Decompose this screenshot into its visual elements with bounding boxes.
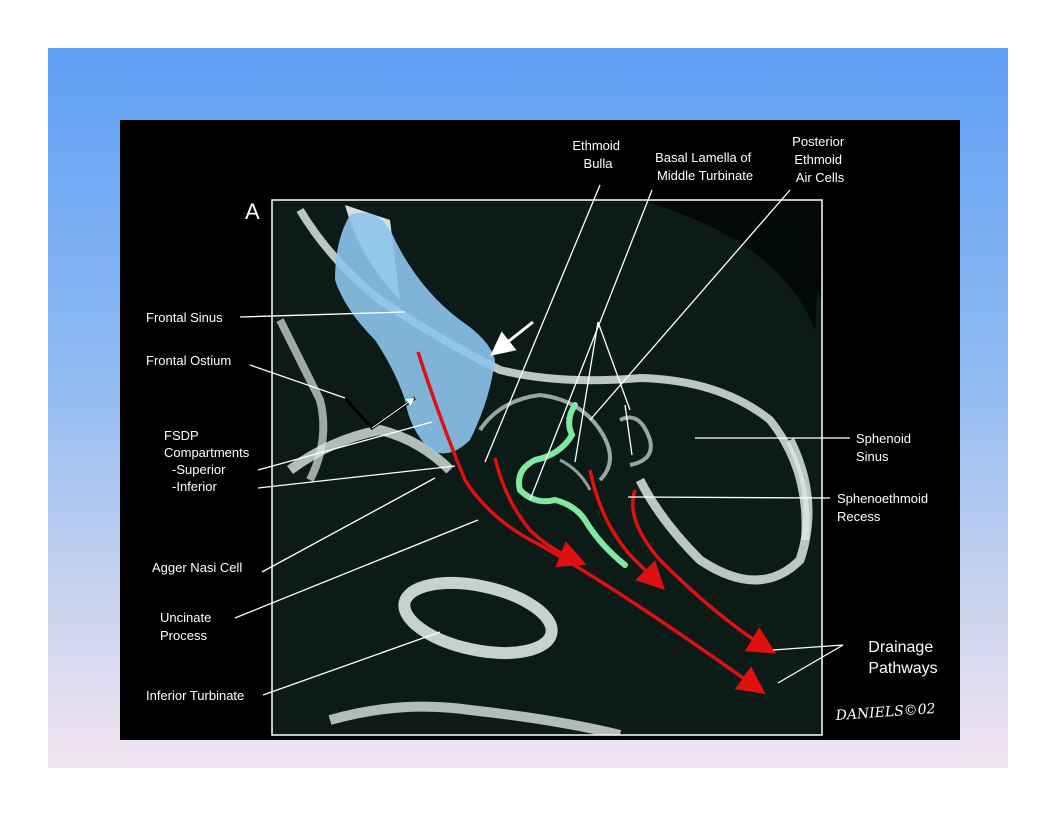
drainage-arrow-frontal (416, 351, 766, 695)
frontal-sinus-region (335, 212, 495, 454)
artist-signature: DANIELS©02 (834, 701, 936, 724)
label-ethmoid-bulla: Ethmoid Bulla (572, 138, 623, 171)
basal-lamella-highlight (516, 402, 628, 568)
drainage-arrow-anterior-ethmoid (493, 457, 587, 568)
label-agger-nasi: Agger Nasi Cell (152, 560, 242, 575)
label-sphenoethmoid-recess: Sphenoethmoid Recess (837, 491, 932, 524)
label-inferior-turbinate: Inferior Turbinate (146, 688, 244, 703)
label-sphenoid-sinus: Sphenoid Sinus (856, 431, 915, 464)
label-fsdp: FSDP Compartments -Superior -Inferior (164, 428, 253, 494)
frontal-beak-arrow (490, 320, 534, 356)
label-basal-lamella: Basal Lamella of Middle Turbinate (655, 150, 755, 183)
image-frame (271, 199, 823, 736)
drainage-arrows (416, 351, 777, 695)
drainage-arrow-posterior-ethmoid (588, 469, 665, 590)
label-frontal-sinus: Frontal Sinus (146, 310, 223, 325)
panel-letter: A (245, 199, 260, 224)
frontal-ostium-arrowhead (371, 397, 415, 429)
label-uncinate: Uncinate Process (160, 610, 215, 643)
label-posterior-ethmoid: Posterior Ethmoid Air Cells (792, 134, 848, 185)
label-frontal-ostium: Frontal Ostium (146, 353, 231, 368)
label-drainage-pathways: Drainage Pathways (868, 639, 937, 677)
leader-lines (234, 184, 850, 696)
drainage-arrow-sphenoid (631, 489, 777, 654)
